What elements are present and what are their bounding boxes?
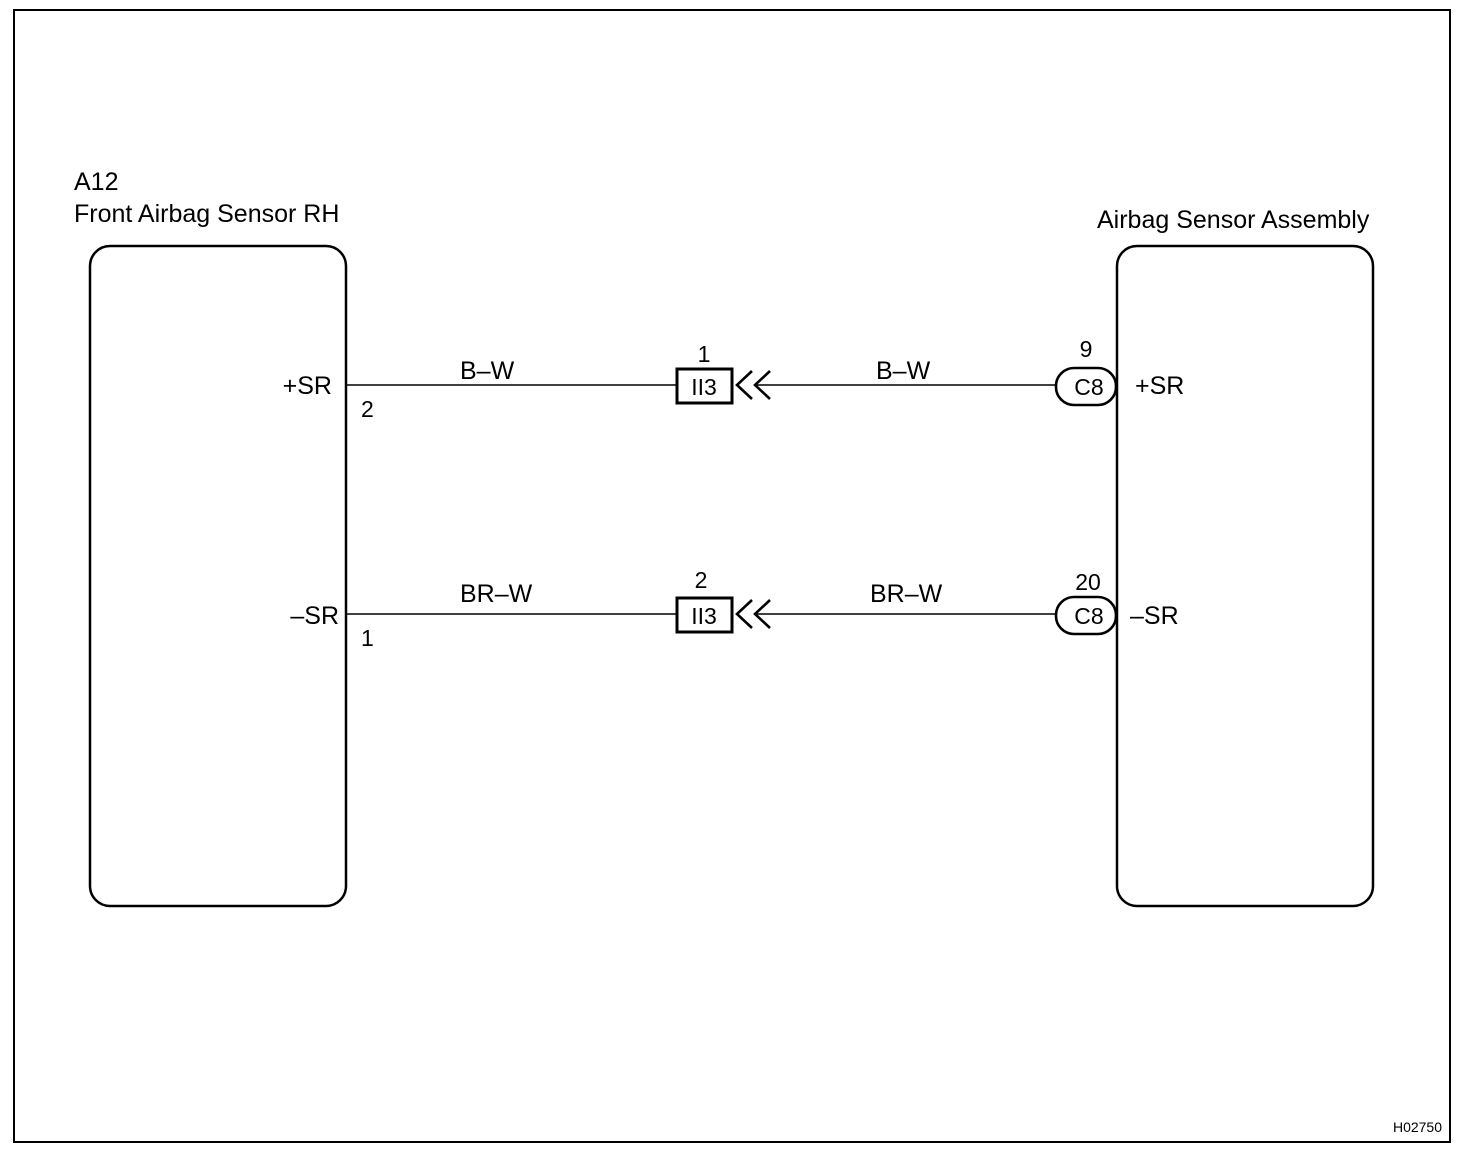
right-connector-oval	[1054, 595, 1118, 636]
right-connector-label: C8	[1074, 374, 1103, 400]
circuit-minus-sr: –SR 1 BR–W 2 II3 BR–W 20 C8 –SR	[290, 567, 1178, 651]
wire-right-color: BR–W	[870, 580, 943, 608]
junction-label: II3	[691, 603, 717, 629]
right-terminal-signal: +SR	[1135, 372, 1184, 400]
left-terminal-signal: +SR	[283, 372, 332, 400]
wire-right-color: B–W	[876, 357, 931, 385]
left-terminal-pin: 2	[361, 396, 374, 422]
right-component-name: Airbag Sensor Assembly	[1097, 206, 1370, 234]
junction-pin: 2	[695, 567, 708, 593]
left-terminal-signal: –SR	[290, 602, 339, 630]
right-connector-oval	[1054, 366, 1118, 407]
connector-chevron-inner	[735, 599, 753, 629]
circuit-plus-sr: +SR 2 B–W 1 II3 B–W 9 C8 +SR	[283, 336, 1185, 422]
junction-pin: 1	[698, 341, 711, 367]
left-terminal-pin: 1	[361, 625, 374, 651]
connector-chevron-outer	[753, 370, 771, 400]
junction-connector	[675, 367, 734, 405]
right-connector-label: C8	[1074, 603, 1103, 629]
junction-label: II3	[691, 374, 717, 400]
right-terminal-signal: –SR	[1130, 602, 1179, 630]
connector-chevron-inner	[735, 370, 753, 400]
junction-connector	[675, 596, 734, 634]
wire-left-color: BR–W	[460, 580, 533, 608]
left-component-box	[88, 244, 348, 908]
wire-left-color: B–W	[460, 357, 515, 385]
right-component-box	[1115, 244, 1375, 908]
connector-chevron-outer	[753, 599, 771, 629]
diagram-frame	[13, 9, 1451, 1143]
right-terminal-pin: 9	[1080, 336, 1093, 362]
right-terminal-pin: 20	[1075, 569, 1101, 595]
diagram-code: H02750	[1393, 1119, 1442, 1135]
left-component-name: Front Airbag Sensor RH	[74, 200, 339, 228]
left-component-code: A12	[74, 168, 118, 196]
